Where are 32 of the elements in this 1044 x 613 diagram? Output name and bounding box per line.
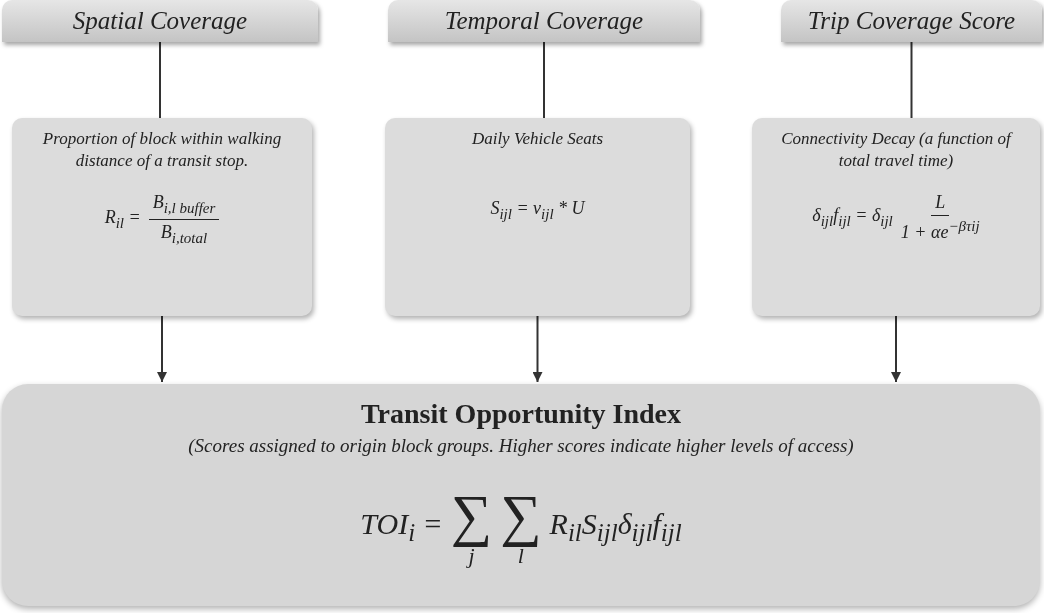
heading-text: Spatial Coverage	[72, 5, 248, 36]
heading-box	[781, 0, 1042, 42]
result-box	[2, 384, 1040, 606]
result-subtitle: (Scores assigned to origin block groups. Higher scores indicate higher levels of access)	[188, 434, 854, 459]
sum-symbol: ∑	[450, 487, 493, 546]
fraction-numerator: L	[931, 192, 950, 217]
sum-symbol: ∑	[500, 487, 542, 546]
heading-box	[388, 0, 700, 42]
heading-text: Temporal Coverage	[444, 5, 644, 36]
description-text: Connectivity Decay (a function of total travel time)	[780, 128, 1014, 173]
formula-term: R$_{il}$ =	[104, 207, 141, 232]
description-box	[12, 118, 312, 316]
formula-term: TOI$_{i}$ =	[360, 507, 443, 548]
connector-line	[543, 41, 545, 119]
formula-term: δ$_{ijl}$f$_{ijl}$ = δ$_{ijl}$	[812, 205, 893, 230]
formula-term: R$_{il}$S$_{ijl}$δ$_{ijl}$f$_{ijl}$	[549, 507, 682, 548]
arrow	[532, 315, 543, 383]
formula: S$_{ijl}$ = v$_{ijl}$ * U	[490, 198, 585, 223]
description-box	[752, 118, 1040, 316]
fraction-denominator: B$_{i,total}$	[160, 220, 208, 247]
description-box	[385, 118, 690, 316]
description-text: Daily Vehicle Seats	[471, 128, 604, 150]
fraction-numerator: B$_{i,l buffer}$	[148, 192, 220, 220]
description-text: Proportion of block within walking distance of a transit stop.	[41, 128, 283, 173]
heading-box	[2, 0, 318, 42]
connector-line	[910, 41, 913, 119]
arrow	[157, 315, 167, 383]
fraction-denominator: 1 + αe$^{−βτij}$	[900, 217, 980, 244]
result-title: Transit Opportunity Index	[361, 397, 681, 431]
heading-text: Trip Coverage Score	[807, 5, 1016, 36]
connector-line	[159, 41, 161, 119]
arrow	[891, 315, 901, 383]
